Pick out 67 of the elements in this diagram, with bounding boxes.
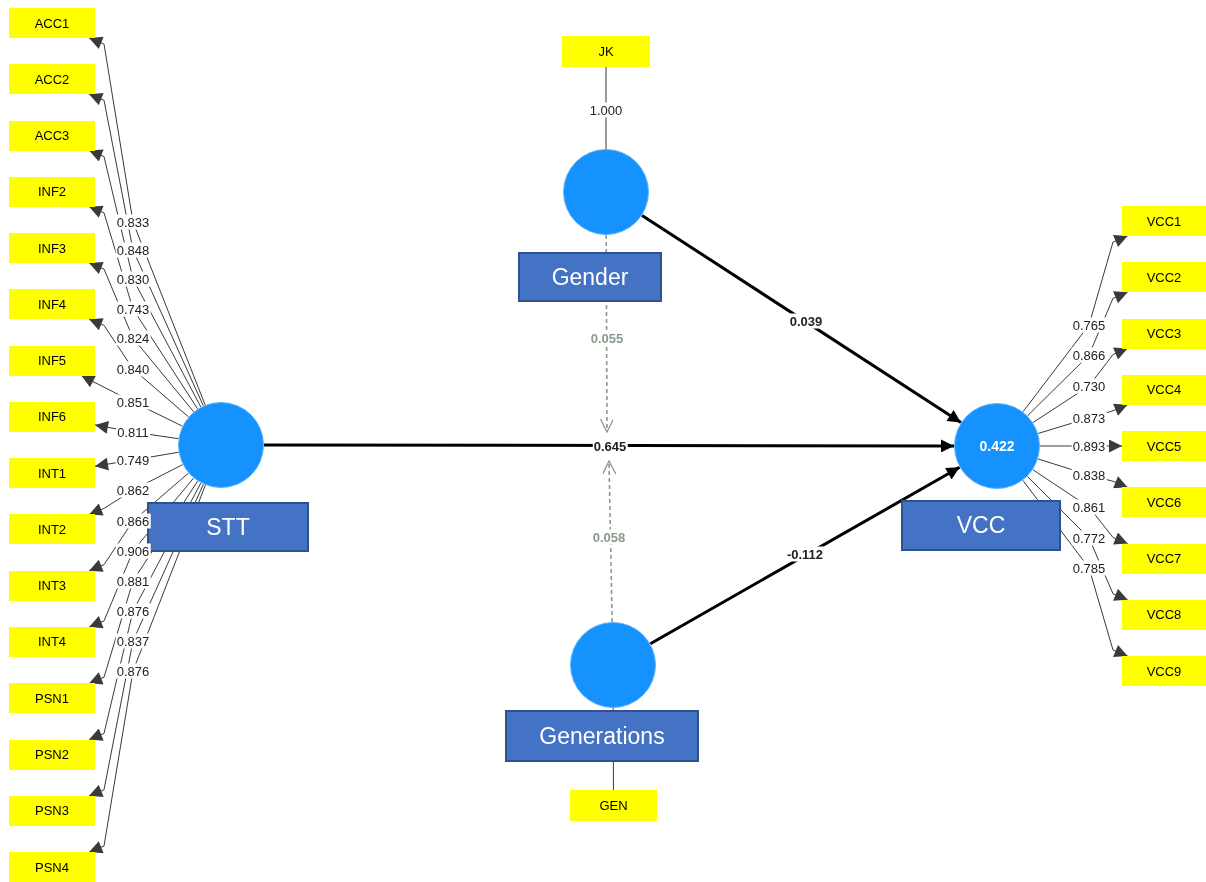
- indicator-box: INF3: [9, 233, 95, 264]
- indicator-box: VCC2: [1122, 262, 1206, 293]
- edge-label: 0.824: [115, 330, 151, 346]
- indicator-box: JK: [562, 36, 650, 67]
- edge-label: 0.730: [1071, 378, 1107, 394]
- indicator-box: VCC1: [1122, 206, 1206, 236]
- indicator-box: INF2: [9, 176, 95, 207]
- edge-label: 1.000: [588, 102, 624, 118]
- edge-label: 0.866: [1071, 347, 1107, 363]
- indicator-box: VCC6: [1122, 487, 1206, 518]
- indicator-box: INT2: [9, 514, 95, 545]
- edge-label: 0.906: [115, 543, 151, 559]
- edge-label: 0.772: [1071, 530, 1107, 546]
- arrow: [88, 36, 206, 406]
- edge-label: 0.833: [115, 214, 151, 230]
- edge-label: 0.055: [589, 330, 625, 346]
- edge-label: 0.876: [115, 663, 151, 679]
- edge-label: 0.873: [1071, 410, 1107, 426]
- edge-label: -0.112: [785, 546, 825, 562]
- edge-label: 0.848: [115, 242, 151, 258]
- edge-label: 0.058: [591, 529, 627, 545]
- edge-label: 0.743: [115, 301, 151, 317]
- arrow: [88, 93, 204, 407]
- indicator-box: VCC7: [1122, 543, 1206, 574]
- indicator-box: INF6: [9, 401, 95, 432]
- edge-label: 0.838: [1071, 467, 1107, 483]
- indicator-box: INF5: [9, 345, 95, 376]
- indicator-box: PSN1: [9, 683, 95, 714]
- edge-label: 0.039: [788, 313, 824, 329]
- edge-label: 0.866: [115, 513, 151, 529]
- indicator-box: INT3: [9, 570, 95, 601]
- indicator-box: PSN3: [9, 795, 95, 826]
- construct-label: VCC: [901, 500, 1061, 551]
- indicator-box: VCC9: [1122, 656, 1206, 686]
- connector-line: [605, 66, 607, 150]
- edge-label: 0.840: [115, 361, 151, 377]
- edge-label: 0.830: [115, 271, 151, 287]
- edge-label: 0.881: [115, 573, 151, 589]
- arrow: [264, 439, 954, 453]
- edge-label: 0.851: [115, 394, 151, 410]
- indicator-box: ACC3: [9, 120, 95, 151]
- indicator-box: PSN2: [9, 739, 95, 770]
- indicator-box: GEN: [570, 790, 657, 821]
- indicator-box: INF4: [9, 289, 95, 320]
- indicator-box: VCC5: [1122, 431, 1206, 461]
- edge-label: 0.876: [115, 603, 151, 619]
- arrow: [641, 214, 962, 424]
- construct-label: Generations: [505, 710, 699, 762]
- arrow: [649, 466, 961, 645]
- indicator-box: INT4: [9, 626, 95, 657]
- indicator-box: ACC1: [9, 8, 95, 38]
- edge-label: 0.837: [115, 633, 151, 649]
- indicator-box: VCC8: [1122, 599, 1206, 630]
- edge-label: 0.861: [1071, 499, 1107, 515]
- construct-label: Gender: [518, 252, 662, 302]
- construct-circle: [178, 402, 264, 488]
- indicator-box: INT1: [9, 458, 95, 489]
- indicator-box: PSN4: [9, 852, 95, 882]
- edge-label: 0.862: [115, 482, 151, 498]
- construct-circle: 0.422: [954, 403, 1040, 489]
- edge-label: 0.765: [1071, 317, 1107, 333]
- indicator-box: VCC4: [1122, 374, 1206, 405]
- edge-label: 0.785: [1071, 560, 1107, 576]
- dashed-arrow: [602, 460, 617, 623]
- indicator-box: VCC3: [1122, 318, 1206, 349]
- arrow: [1022, 234, 1129, 413]
- indicator-box: ACC2: [9, 64, 95, 95]
